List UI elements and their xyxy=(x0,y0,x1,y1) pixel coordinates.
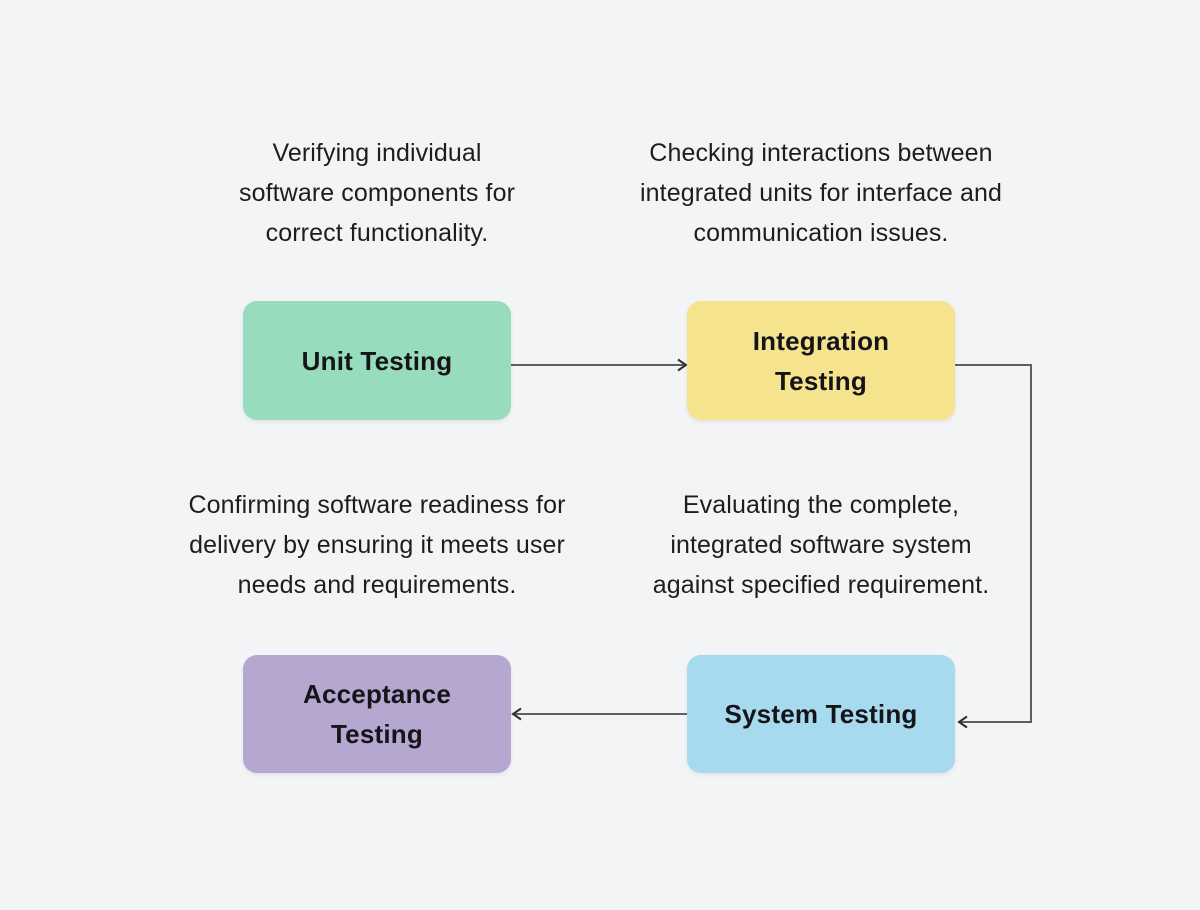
description-line: against specified requirement. xyxy=(652,571,990,599)
description-acceptance-testing: Confirming software readiness for delive… xyxy=(147,485,607,605)
description-line: delivery by ensuring it meets user xyxy=(189,531,565,559)
node-label: Unit Testing xyxy=(301,345,453,376)
node-label: Acceptance xyxy=(303,679,451,709)
description-line: integrated units for interface and xyxy=(640,179,1002,207)
description-line: Confirming software readiness for xyxy=(188,491,566,519)
node-label: Testing xyxy=(331,719,423,749)
description-line: integrated software system xyxy=(670,531,972,559)
node-unit-testing: Unit Testing xyxy=(243,301,511,420)
arrowhead-right-icon xyxy=(677,358,688,372)
node-label: System Testing xyxy=(724,699,918,729)
description-line: communication issues. xyxy=(693,219,949,247)
description-line: Evaluating the complete, xyxy=(682,491,960,519)
node-label: Integration xyxy=(752,325,890,356)
arrowhead-left-icon xyxy=(957,715,968,729)
description-line: Checking interactions between xyxy=(649,139,993,167)
arrowhead-left-icon xyxy=(511,707,522,721)
node-acceptance-testing: Acceptance Testing xyxy=(243,655,511,773)
description-system-testing: Evaluating the complete, integrated soft… xyxy=(601,485,1041,605)
description-line: Verifying individual xyxy=(272,139,482,167)
node-integration-testing: Integration Testing xyxy=(687,301,955,420)
description-line: correct functionality. xyxy=(265,219,489,247)
description-integration-testing: Checking interactions between integrated… xyxy=(601,133,1041,253)
description-unit-testing: Verifying individual software components… xyxy=(167,133,587,253)
node-system-testing: System Testing xyxy=(687,655,955,773)
description-line: software components for xyxy=(238,179,516,207)
node-label: Testing xyxy=(775,365,867,396)
description-line: needs and requirements. xyxy=(237,571,517,599)
